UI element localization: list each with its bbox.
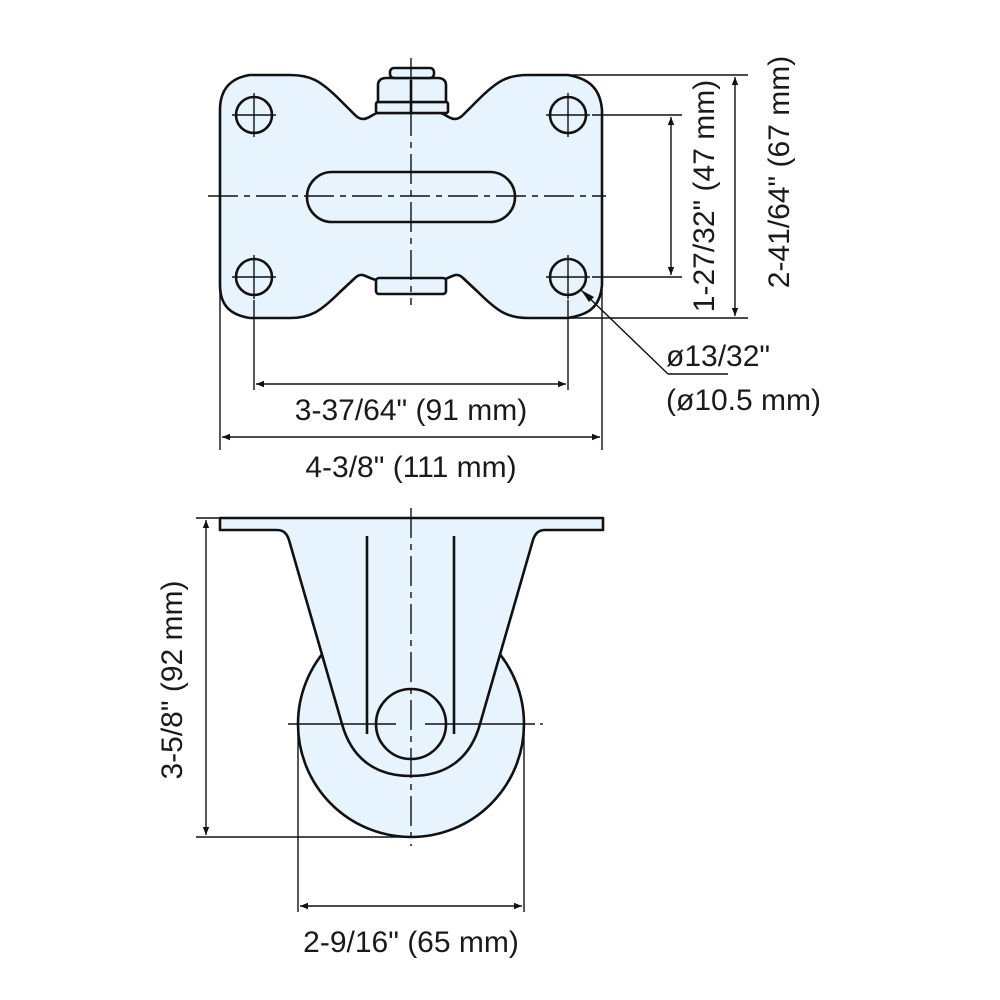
- plate-width-label: 4-3/8" (111 mm): [305, 451, 516, 484]
- side-view-dimensions: [196, 517, 525, 912]
- overall-height-label: 3-5/8" (92 mm): [156, 580, 189, 779]
- top-view-dimensions: [219, 74, 748, 450]
- hole-spacing-width-label: 3-37/64" (91 mm): [295, 394, 527, 427]
- top-view-mounting-plate: [208, 58, 606, 320]
- mounting-holes: [232, 93, 590, 299]
- hole-diameter-mm-label: (ø10.5 mm): [666, 384, 821, 417]
- hole-spacing-depth-label: 1-27/32" (47 mm): [688, 80, 721, 312]
- plate-depth-label: 2-41/64" (67 mm): [763, 56, 796, 288]
- wheel-diameter-label: 2-9/16" (65 mm): [303, 926, 519, 959]
- side-view-caster: [218, 508, 605, 846]
- hole-diameter-label: ø13/32": [666, 340, 770, 373]
- axle-nut-icon: [374, 66, 450, 115]
